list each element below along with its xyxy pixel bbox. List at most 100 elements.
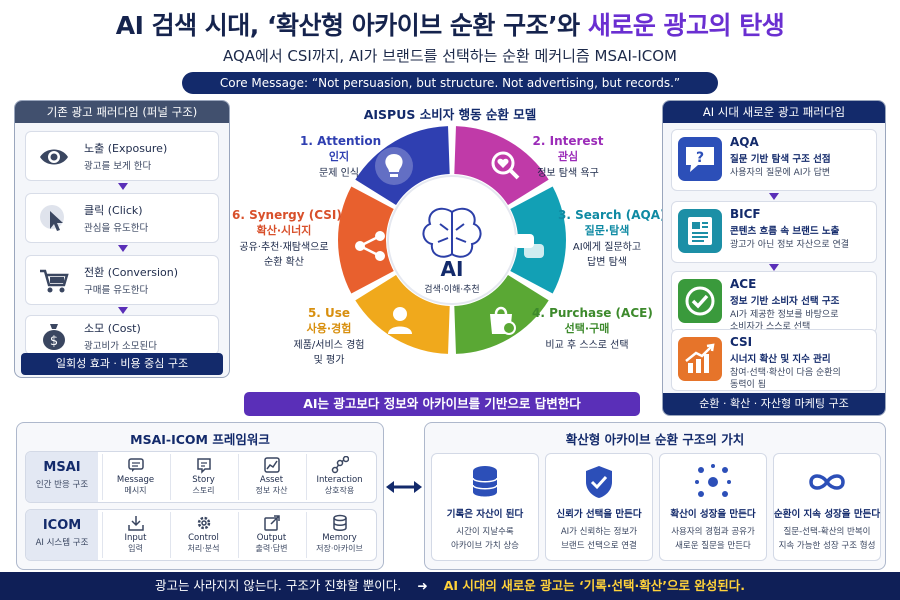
new-item-sub: 질문 기반 탐색 구조 선점	[730, 154, 831, 165]
framework-item-asset: Asset 정보 자산	[238, 454, 304, 500]
database-icon	[472, 466, 498, 497]
ring-center-title: AI	[441, 257, 464, 281]
framework-row-label: MSAI 인간 반응 구조	[26, 452, 98, 502]
legacy-item-desc: 관심을 유도한다	[84, 223, 149, 234]
framework-item-kr: 스토리	[192, 486, 215, 495]
story-icon	[196, 458, 211, 474]
new-item-bicf: BICF 콘텐츠 흐름 속 브랜드 노출 광고가 아닌 정보 자산으로 연결	[671, 201, 877, 263]
value-card-spread: 확산이 성장을 만든다 사용자의 경험과 공유가 새로운 질문을 만든다	[659, 453, 767, 561]
new-item-desc: 참여·선택·확산이 다음 순환의	[730, 368, 841, 378]
document-icon	[678, 209, 722, 253]
stage-interest: 2. Interest 관심 정보 탐색 욕구	[526, 134, 610, 179]
message-icon	[127, 458, 144, 472]
stage-desc-2: 순환 확산	[264, 257, 304, 268]
value-card-desc: 시간이 지날수록	[456, 527, 514, 537]
new-item-csi: CSI 시너지 확산 및 지수 관리 참여·선택·확산이 다음 순환의 동력이 …	[671, 329, 877, 391]
title-highlight: 새로운 광고의 탄생	[587, 11, 785, 40]
framework-item-control: Control 처리·분석	[170, 512, 236, 558]
chat-bubbles-icon	[514, 234, 544, 258]
value-card-desc-2: 아카이브 가치 상승	[451, 541, 519, 551]
framework-row-label: ICOM AI 시스템 구조	[26, 510, 98, 560]
money-bag-icon: $	[43, 324, 65, 350]
legacy-item-title: 소모 (Cost)	[84, 322, 141, 335]
framework-title: MSAI-ICOM 프레임워크	[130, 432, 270, 447]
flow-arrow-down	[769, 193, 779, 200]
archive-value-section: 확산형 아카이브 순환 구조의 가치 기록은 자산이 된다 시간이 지날수록 아…	[424, 422, 886, 570]
eye-icon	[40, 149, 68, 165]
framework-item-kr: 처리·분석	[187, 544, 220, 553]
framework-item-kr: 입력	[128, 544, 143, 553]
framework-item-en: Interaction	[316, 475, 363, 485]
new-panel-footer: 순환 · 확산 · 자산형 마케팅 구조	[663, 393, 885, 415]
new-item-title: AQA	[730, 135, 759, 149]
new-item-sub: 정보 기반 소비자 선택 구조	[730, 296, 840, 307]
flow-arrow-down	[118, 307, 128, 314]
new-item-title: ACE	[730, 277, 757, 291]
core-message-banner: Core Message: “Not persuasion, but struc…	[182, 72, 718, 94]
value-card-title: 확산이 성장을 만든다	[670, 509, 756, 520]
flow-arrow-down	[118, 245, 128, 252]
infinity-icon	[809, 474, 845, 490]
legacy-item-click: 클릭 (Click) 관심을 유도한다	[25, 193, 219, 243]
framework-item-kr: 출력·답변	[255, 544, 288, 553]
value-card-desc: 사용자의 경험과 공유가	[671, 527, 755, 537]
cart-icon	[40, 269, 69, 293]
legacy-item-desc: 광고를 보게 한다	[84, 161, 152, 172]
footer-banner: 광고는 사라지지 않는다. 구조가 진화할 뿐이다. ➜ AI 시대의 새로운 …	[0, 572, 900, 600]
framework-item-en: Message	[116, 475, 155, 485]
value-card-cycle: 순환이 지속 성장을 만든다 질문-선택-확산의 반복이 지속 가능한 성장 구…	[773, 453, 881, 561]
interaction-icon	[331, 456, 349, 474]
asset-icon	[263, 457, 280, 473]
stage-desc: 공유·추천·재탐색으로	[239, 242, 329, 253]
aispus-cycle-ring: AI 검색·이해·추천	[338, 126, 566, 354]
value-card-desc-2: 브랜드 선택으로 연결	[561, 541, 637, 551]
framework-item-en: Asset	[259, 475, 284, 485]
stage-synergy: 6. Synergy (CSI) 확산·시너지 공유·추천·재탐색으로 순환 확…	[232, 208, 342, 268]
framework-item-memory: Memory 저장·아카이브	[306, 512, 372, 558]
new-item-desc: 광고가 아닌 정보 자산으로 연결	[730, 240, 850, 250]
framework-item-kr: 상호작용	[324, 486, 355, 495]
new-item-desc-2: 동력이 됨	[730, 380, 766, 390]
legacy-item-title: 노출 (Exposure)	[84, 142, 168, 155]
new-paradigm-panel: AI 시대 새로운 광고 패러다임 ? AQA 질문 기반 탐색 구조 선점 사…	[662, 100, 886, 416]
new-item-sub: 시너지 확산 및 지수 관리	[730, 354, 831, 365]
footer-left-text: 광고는 사라지지 않는다. 구조가 진화할 뿐이다.	[154, 578, 402, 593]
framework-item-kr: 메시지	[124, 486, 147, 495]
question-bubble-icon: ?	[678, 137, 722, 181]
new-item-sub: 콘텐츠 흐름 속 브랜드 노출	[730, 226, 840, 237]
stage-kr: 관심	[557, 150, 579, 163]
stage-search: 3. Search (AQA) 질문·탐색 AI에게 질문하고 답변 탐색	[558, 208, 665, 268]
ring-segment	[510, 186, 566, 294]
value-section-title: 확산형 아카이브 순환 구조의 가치	[565, 432, 745, 447]
stage-kr: 질문·탐색	[584, 224, 630, 237]
shopping-bag-icon	[490, 306, 516, 335]
value-card-desc: 질문-선택-확산의 반복이	[783, 527, 871, 537]
stage-kr: 사용·경험	[306, 322, 352, 335]
flow-arrow-down	[118, 183, 128, 190]
new-item-title: BICF	[730, 207, 761, 221]
new-item-ace: ACE 정보 기반 소비자 선택 구조 AI가 제공한 정보를 바탕으로 소비자…	[671, 271, 877, 333]
title-main: AI 검색 시대, ‘확산형 아카이브 순환 구조’와	[115, 11, 580, 40]
share-icon	[355, 231, 385, 261]
framework-row-name: MSAI	[43, 460, 81, 475]
shield-check-icon	[586, 466, 612, 498]
page-subtitle: AQA에서 CSI까지, AI가 브랜드를 선택하는 순환 메커니즘 MSAI-…	[222, 47, 677, 65]
cycle-title: AISPUS 소비자 행동 순환 모델	[363, 107, 537, 122]
framework-item-interaction: Interaction 상호작용	[306, 454, 372, 500]
new-item-aqa: ? AQA 질문 기반 탐색 구조 선점 사용자의 질문에 AI가 답변	[671, 129, 877, 191]
page-title: AI 검색 시대, ‘확산형 아카이브 순환 구조’와 새로운 광고의 탄생	[0, 6, 900, 42]
database-icon	[332, 514, 347, 531]
value-card-title: 신뢰가 선택을 만든다	[556, 509, 642, 520]
legacy-item-title: 클릭 (Click)	[84, 204, 143, 217]
svg-text:$: $	[50, 334, 58, 349]
legacy-item-desc: 광고비가 소모된다	[84, 341, 157, 352]
new-item-desc-2: 소비자가 스스로 선택	[730, 322, 811, 332]
stage-kr: 인지	[328, 150, 350, 163]
stage-kr: 선택·구매	[564, 322, 610, 335]
stage-use: 5. Use 사용·경험 제품/서비스 경험 및 평가	[288, 306, 370, 366]
brain-icon	[422, 207, 482, 258]
ring-segment	[355, 126, 450, 206]
center-banner: AI는 광고보다 정보와 아카이브를 기반으로 답변한다	[244, 392, 640, 416]
legacy-panel-footer: 일회성 효과 · 비용 중심 구조	[21, 353, 223, 375]
value-card-desc: AI가 신뢰하는 정보가	[560, 527, 638, 537]
